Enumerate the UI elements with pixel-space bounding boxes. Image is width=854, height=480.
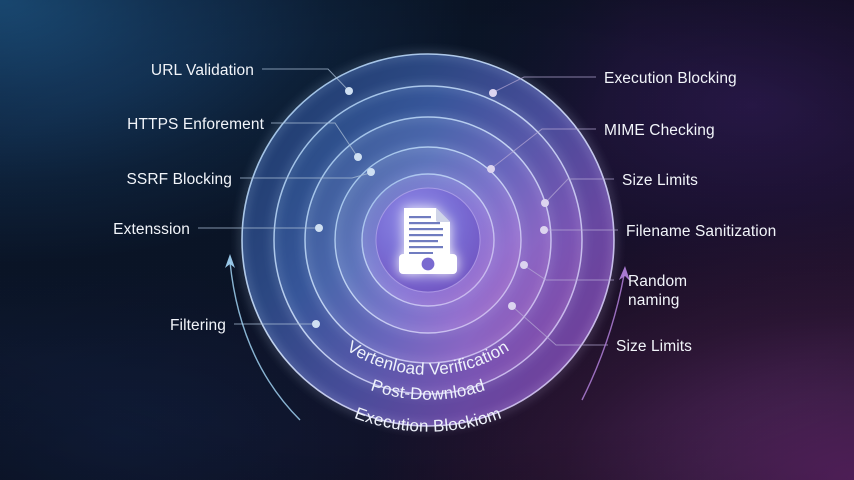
label-ssrf-blocking[interactable]: SSRF Blocking bbox=[126, 171, 232, 188]
connector-dot-size-limits-top bbox=[541, 199, 549, 207]
label-random-naming-line1[interactable]: Random bbox=[628, 273, 687, 290]
right-label-group: Execution Blocking MIME Checking Size Li… bbox=[604, 70, 776, 355]
ring-4-edge bbox=[273, 85, 583, 395]
connector-dot-random-naming bbox=[520, 261, 528, 269]
left-progress-arrow bbox=[225, 254, 301, 421]
label-url-validation[interactable]: URL Validation bbox=[151, 62, 254, 79]
label-extenssion[interactable]: Extenssion bbox=[113, 221, 190, 238]
label-size-limits-bottom[interactable]: Size Limits bbox=[616, 338, 692, 355]
connector-https-enforement bbox=[271, 122, 358, 157]
right-connectors bbox=[487, 76, 618, 346]
connector-execution-blocking bbox=[493, 76, 596, 93]
right-progress-arrow bbox=[581, 266, 630, 401]
label-mime-checking[interactable]: MIME Checking bbox=[604, 122, 715, 139]
connector-size-limits-top bbox=[545, 178, 614, 203]
label-filtering[interactable]: Filtering bbox=[170, 317, 226, 334]
connector-mime-checking bbox=[491, 128, 596, 169]
ring-outer-5-edge bbox=[241, 53, 615, 427]
left-connectors bbox=[198, 68, 375, 328]
connector-dot-execution-blocking bbox=[489, 89, 497, 97]
left-label-group: URL Validation HTTPS Enforement SSRF Blo… bbox=[113, 62, 264, 334]
connector-dot-extenssion bbox=[315, 224, 323, 232]
label-filename-sanitization[interactable]: Filename Sanitization bbox=[626, 223, 776, 240]
ring-2-edge bbox=[334, 146, 522, 334]
document-download-icon bbox=[399, 208, 457, 274]
core-circle-edge bbox=[375, 187, 481, 293]
connector-dot-filename-sanitization bbox=[540, 226, 548, 234]
connector-dot-filtering bbox=[312, 320, 320, 328]
label-random-naming-line2[interactable]: naming bbox=[628, 292, 679, 309]
ring-3-edge bbox=[304, 116, 552, 364]
connector-dot-url-validation bbox=[345, 87, 353, 95]
connector-dot-mime-checking bbox=[487, 165, 495, 173]
connector-ssrf-blocking bbox=[240, 172, 371, 179]
connector-dot-size-limits-bottom bbox=[508, 302, 516, 310]
connector-dot-https-enforement bbox=[354, 153, 362, 161]
label-execution-blocking[interactable]: Execution Blocking bbox=[604, 70, 737, 87]
connector-url-validation bbox=[262, 68, 349, 91]
connector-dot-ssrf-blocking bbox=[367, 168, 375, 176]
center-core[interactable] bbox=[348, 160, 508, 320]
connector-random-naming bbox=[524, 265, 614, 281]
connector-size-limits-bottom bbox=[512, 306, 608, 346]
label-size-limits-top[interactable]: Size Limits bbox=[622, 172, 698, 189]
label-https-enforement[interactable]: HTTPS Enforement bbox=[127, 116, 264, 133]
